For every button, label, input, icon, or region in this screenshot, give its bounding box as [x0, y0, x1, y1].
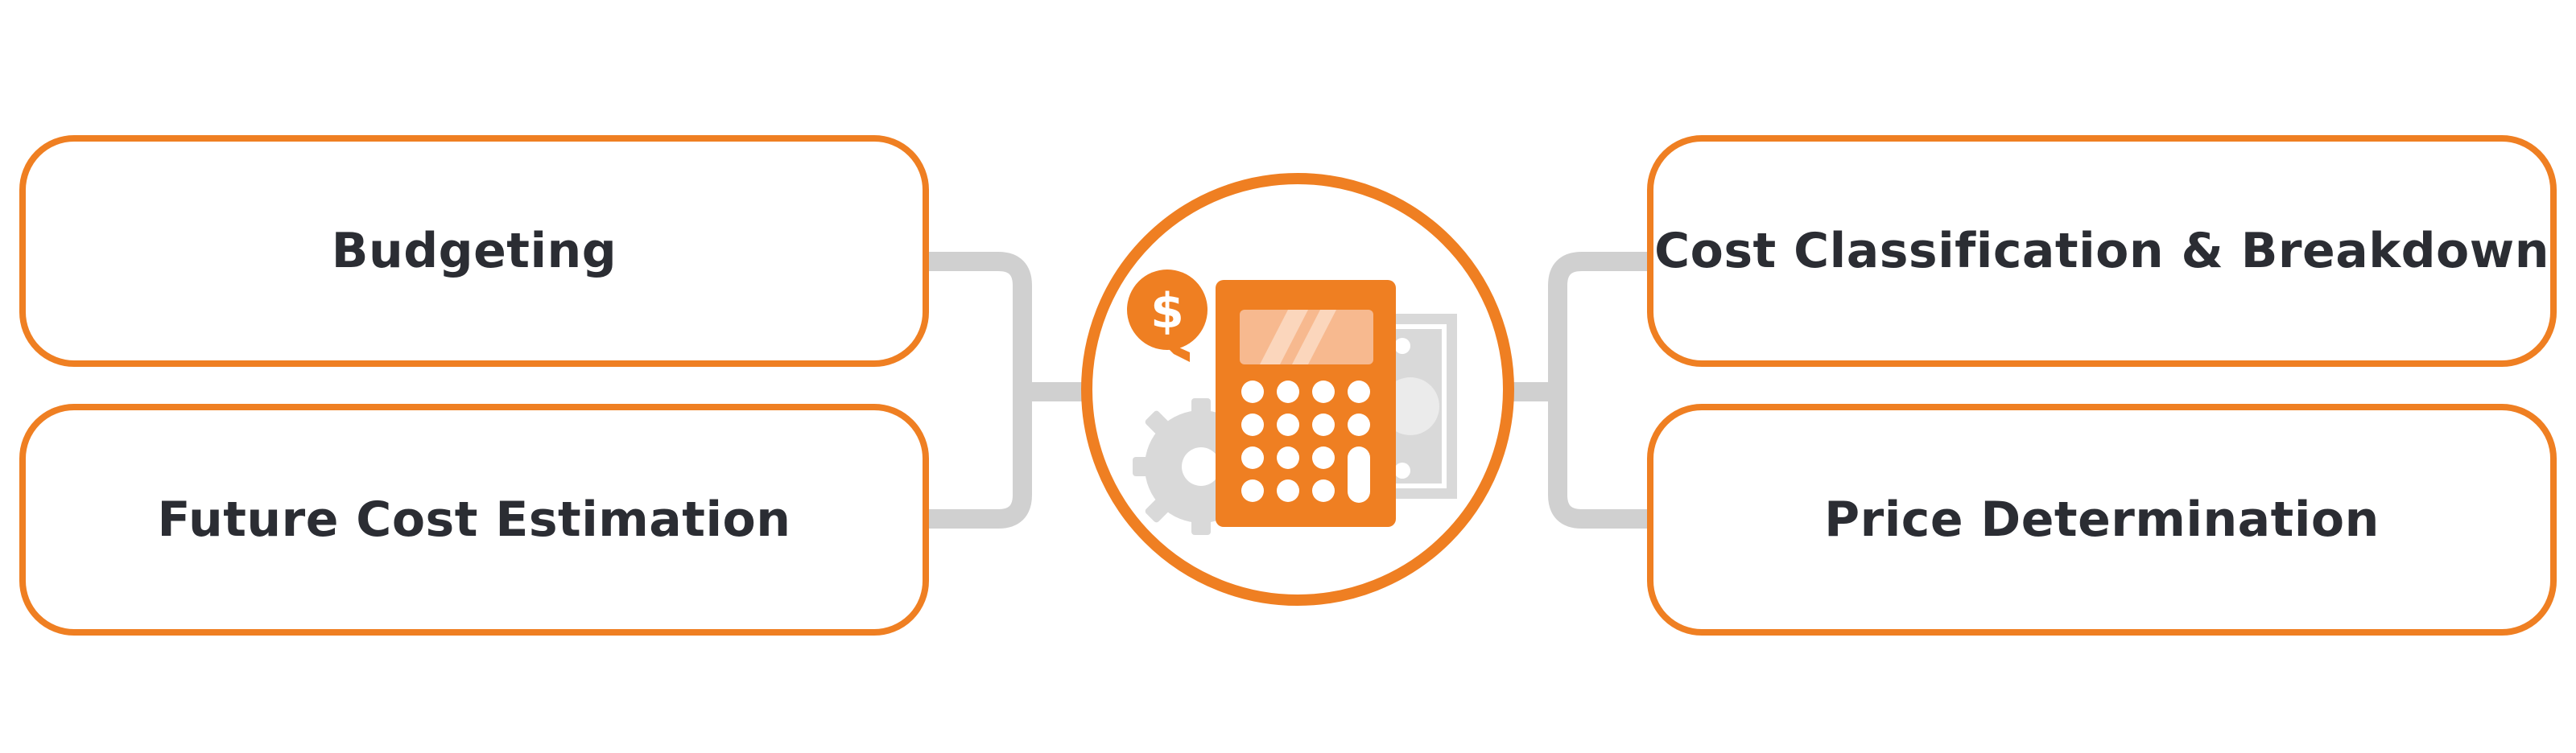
connector-left — [926, 252, 1032, 529]
node-future-cost-estimation: Future Cost Estimation — [19, 404, 929, 636]
dollar-badge: $ — [1127, 270, 1208, 362]
dollar-symbol: $ — [1150, 283, 1184, 339]
node-label: Price Determination — [1824, 492, 2380, 548]
node-price-determination: Price Determination — [1647, 404, 2557, 636]
node-label: Cost Classification & Breakdown — [1654, 223, 2549, 279]
node-cost-classification: Cost Classification & Breakdown — [1647, 135, 2557, 367]
connector-right — [1548, 252, 1650, 529]
calculator-icon: $ — [1127, 270, 1457, 535]
calculator-keys — [1241, 381, 1370, 503]
node-label: Budgeting — [331, 223, 617, 279]
node-budgeting: Budgeting — [19, 135, 929, 367]
node-label: Future Cost Estimation — [157, 492, 791, 548]
